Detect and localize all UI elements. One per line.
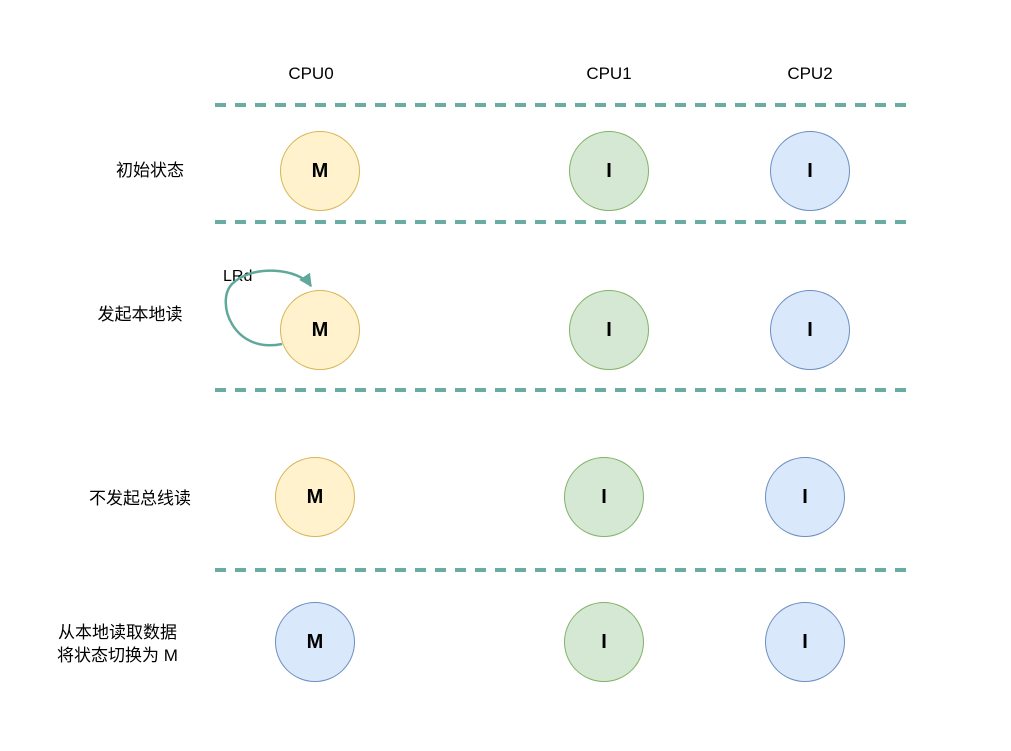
state-circle-row3-cpu2: I — [765, 457, 845, 537]
row-label-initial-state: 初始状态 — [116, 161, 184, 180]
state-circle-row1-cpu0: M — [280, 131, 360, 211]
state-letter: M — [306, 485, 324, 508]
state-circle-row1-cpu1: I — [569, 131, 649, 211]
row-label-switch-to-m-line1: 从本地读取数据 — [58, 623, 177, 642]
row-separator-3 — [215, 388, 911, 392]
state-letter: M — [306, 630, 324, 653]
state-circle-row2-cpu0: M — [280, 290, 360, 370]
lrd-arrow-label: LRd — [223, 268, 253, 285]
state-circle-row3-cpu1: I — [564, 457, 644, 537]
state-letter: I — [601, 485, 607, 508]
state-letter: I — [606, 159, 612, 182]
state-letter: M — [311, 159, 329, 182]
state-circle-row4-cpu0: M — [275, 602, 355, 682]
row-label-switch-to-m: 从本地读取数据 将状态切换为 M — [25, 621, 210, 667]
column-header-cpu2: CPU2 — [787, 64, 833, 83]
column-header-cpu1: CPU1 — [586, 64, 632, 83]
state-circle-row2-cpu2: I — [770, 290, 850, 370]
state-letter: M — [311, 318, 329, 341]
state-letter: I — [802, 485, 808, 508]
state-circle-row1-cpu2: I — [770, 131, 850, 211]
local-read-self-loop-arrow-icon — [224, 269, 313, 347]
row-separator-2 — [215, 220, 911, 224]
state-circle-row2-cpu1: I — [569, 290, 649, 370]
state-letter: I — [606, 318, 612, 341]
state-circle-row4-cpu1: I — [564, 602, 644, 682]
row-separator-4 — [215, 568, 911, 572]
row-separator-1 — [215, 103, 911, 107]
state-letter: I — [802, 630, 808, 653]
row-label-local-read: 发起本地读 — [97, 305, 183, 324]
state-letter: I — [807, 159, 813, 182]
state-circle-row4-cpu2: I — [765, 602, 845, 682]
state-letter: I — [807, 318, 813, 341]
state-circle-row3-cpu0: M — [275, 457, 355, 537]
column-header-cpu0: CPU0 — [288, 64, 334, 83]
row-label-no-bus-read: 不发起总线读 — [89, 489, 191, 508]
state-letter: I — [601, 630, 607, 653]
row-label-switch-to-m-line2: 将状态切换为 M — [57, 646, 178, 665]
